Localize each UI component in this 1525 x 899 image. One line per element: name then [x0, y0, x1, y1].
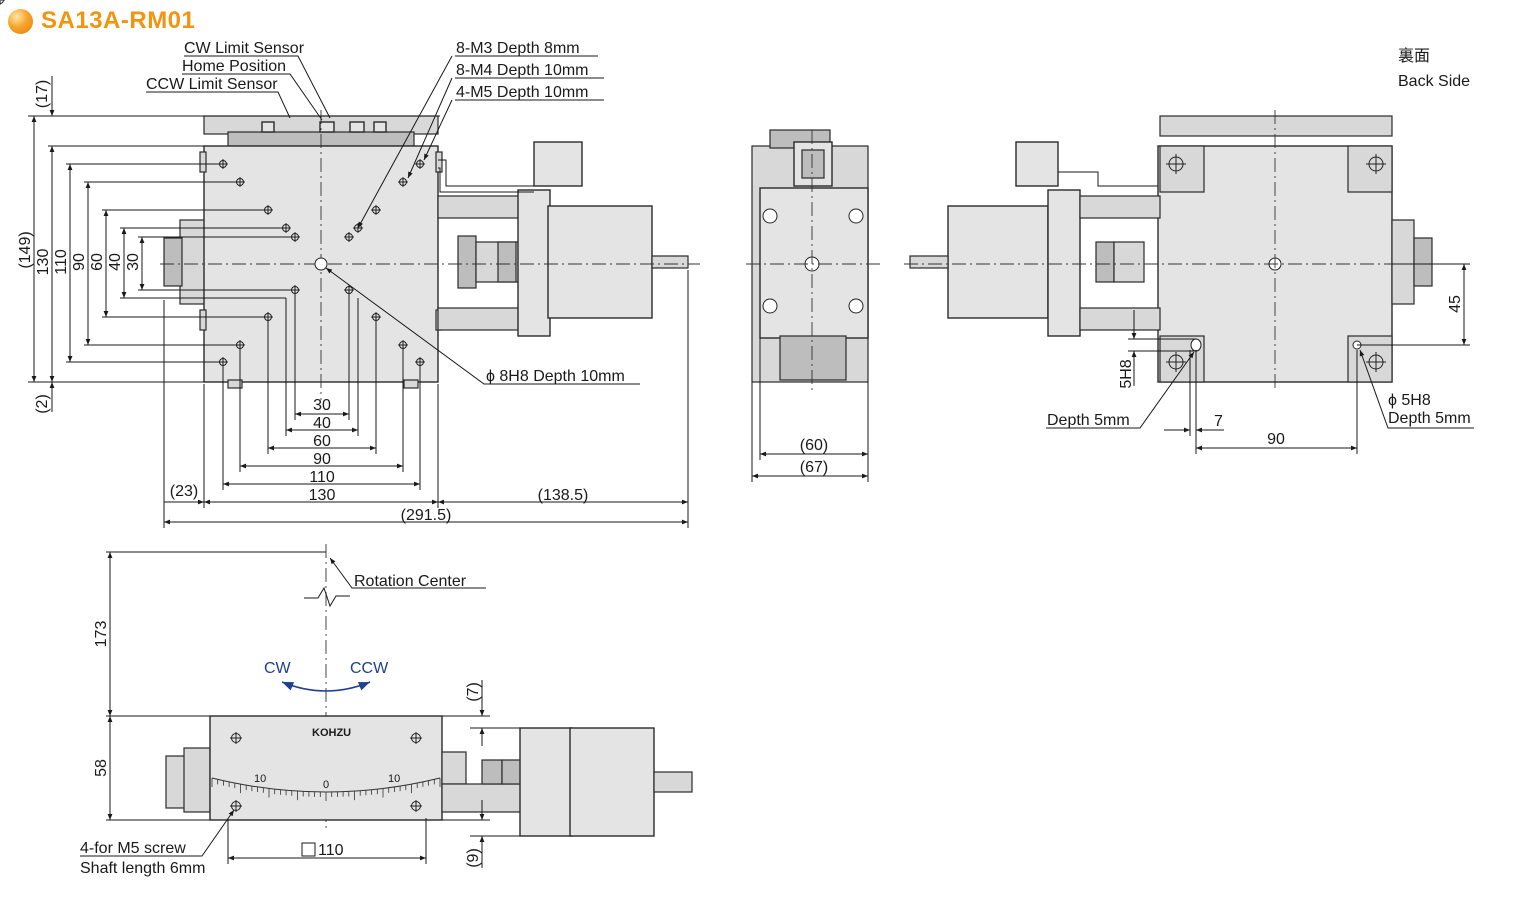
stepper-motor: [547, 205, 653, 319]
dim-v40: 40: [107, 253, 124, 271]
m5-label: 4-M5 Depth 10mm: [456, 84, 589, 101]
home-position-label: Home Position: [182, 58, 286, 75]
back-stepper-motor: [947, 205, 1049, 319]
phi8-label: ϕ 8H8 Depth 10mm: [486, 368, 625, 385]
scale-right: 10: [388, 773, 400, 785]
front-stepper-motor: [569, 727, 655, 837]
dim-v149: (149): [17, 231, 34, 268]
dim-b5h8: 5H8: [1118, 359, 1135, 388]
dim-s67: (67): [800, 459, 828, 476]
ccw-label: CCW: [350, 660, 389, 677]
top-left-connector: [179, 219, 207, 305]
rotation-center-label: Rotation Center: [354, 573, 467, 590]
motor-shaft: [651, 255, 689, 269]
brand-label: KOHZU: [312, 727, 351, 739]
dim-h110: 110: [309, 469, 335, 486]
scale-ticks: [211, 778, 441, 801]
page-title: SA13A-RM01: [41, 7, 196, 34]
motor-bracket-top: [437, 195, 521, 219]
dim-s60: (60): [800, 437, 828, 454]
dim-h138: (138.5): [538, 487, 589, 504]
dim-r9: (9): [465, 848, 482, 868]
scale-left: 10: [254, 773, 266, 785]
dim-b45: 45: [1447, 295, 1464, 313]
back-side-en-label: Back Side: [1398, 73, 1470, 90]
m5-screw-label: 4-for M5 screw: [80, 840, 186, 857]
m3-label: 8-M3 Depth 8mm: [456, 40, 580, 57]
dim-r173: 173: [93, 621, 110, 648]
back-side-jp-label: 裏面: [1398, 46, 1430, 65]
back-view: 裏面 Back Side: [904, 46, 1474, 454]
dim-h40: 40: [313, 415, 331, 432]
dim-h30: 30: [313, 397, 331, 414]
dim-h291: (291.5): [401, 507, 452, 524]
scale-center: 0: [323, 779, 329, 791]
dim-h90: 90: [313, 451, 331, 468]
dim-v2: (2): [34, 394, 51, 414]
dim-v30: 30: [125, 253, 142, 271]
side-view: (60) (67): [746, 129, 880, 482]
dim-h130: 130: [309, 487, 336, 504]
rotation-stage-body: [209, 715, 443, 821]
m4-label: 8-M4 Depth 10mm: [456, 62, 589, 79]
dim-r58: 58: [93, 759, 110, 777]
cw-limit-sensor-label: CW Limit Sensor: [184, 40, 305, 57]
center-hole: [314, 257, 328, 271]
dim-v60: 60: [89, 253, 106, 271]
dim-r110: 110: [318, 842, 344, 859]
title-row: SA13A-RM01: [8, 6, 195, 36]
depth5-right-label: Depth 5mm: [1388, 410, 1471, 427]
phi5-label: ϕ 5H8: [1388, 392, 1431, 409]
cw-label: CW: [264, 660, 292, 677]
back-top-plate: [1159, 115, 1393, 137]
dim-h23: (23): [170, 483, 198, 500]
coupling: [457, 235, 477, 289]
dim-h60: 60: [313, 433, 331, 450]
title-bullet-icon: [8, 8, 33, 34]
square-symbol-icon: [301, 842, 316, 857]
rotation-arrow-icon: [281, 681, 371, 692]
dim-v130: 130: [35, 249, 52, 276]
dim-v90: 90: [71, 253, 88, 271]
dim-r7: (7): [465, 682, 482, 702]
top-left-plug: [163, 237, 183, 287]
depth5-left-label: Depth 5mm: [1047, 412, 1130, 429]
dim-b7: 7: [1214, 413, 1223, 430]
dim-v110: 110: [53, 249, 70, 275]
dim-b90: 90: [1267, 431, 1285, 448]
cable-connector-box: [533, 141, 583, 187]
motor-bracket-bottom: [437, 307, 521, 331]
front-view: Rotation Center CW CCW 173 58 KOHZU: [80, 544, 693, 877]
top-view: CW Limit Sensor Home Position CCW Limit …: [0, 0, 700, 528]
ccw-limit-sensor-label: CCW Limit Sensor: [146, 76, 278, 93]
dim-v17: (17): [34, 80, 51, 108]
motor-flange: [517, 189, 551, 337]
shaft-length-label: Shaft length 6mm: [80, 860, 205, 877]
